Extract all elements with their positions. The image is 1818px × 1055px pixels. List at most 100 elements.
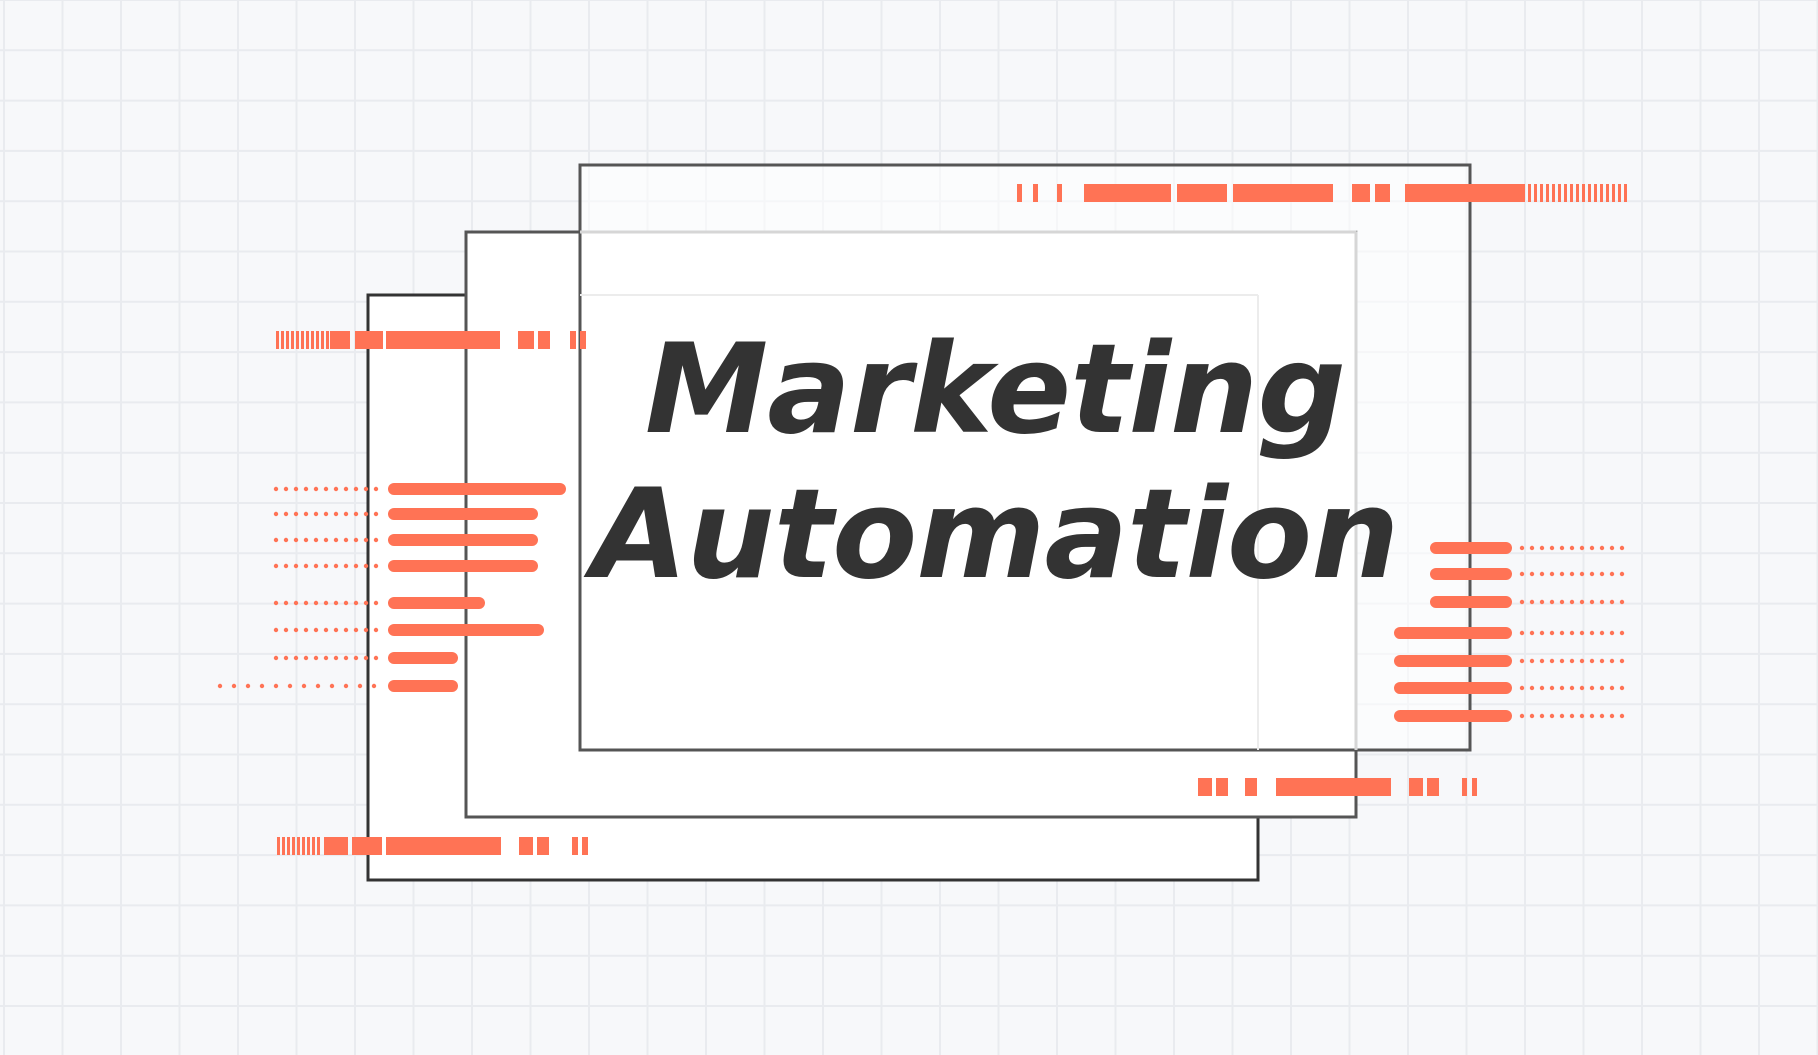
dash-tick-top-right <box>1540 184 1543 202</box>
dash-bar-bottom-left <box>324 837 348 855</box>
dot-line-right <box>1559 571 1565 577</box>
dot-line-right <box>1619 658 1625 664</box>
dash-tick-bottom-left <box>297 837 300 855</box>
dot-line-left <box>313 600 319 606</box>
dot-line-left <box>283 511 289 517</box>
dash-tick-upper-left <box>281 331 284 349</box>
dot-line-right <box>1589 658 1595 664</box>
dash-tick-top-right <box>1522 184 1525 202</box>
dot-line-left <box>323 600 329 606</box>
dot-line-right <box>1519 658 1525 664</box>
dot-line-left <box>363 627 369 633</box>
dot-line-left <box>283 600 289 606</box>
dot-line-left <box>303 486 309 492</box>
dash-bar-upper-left <box>386 331 500 349</box>
dash-tick-top-right <box>1618 184 1621 202</box>
dot-line-left <box>313 627 319 633</box>
dash-bar-upper-left <box>538 331 550 349</box>
dot-line-left <box>333 627 339 633</box>
dot-line-right <box>1569 658 1575 664</box>
dot-line-right <box>1579 545 1585 551</box>
dash-bar-top-right <box>1057 184 1062 202</box>
dot-line-left <box>343 627 349 633</box>
dash-bar-lower-right <box>1276 778 1391 796</box>
dot-line-left <box>373 655 379 661</box>
dot-line-right <box>1599 713 1605 719</box>
dot-line-right <box>1599 571 1605 577</box>
dot-line-right <box>1599 630 1605 636</box>
dot-line-right <box>1539 685 1545 691</box>
dot-line-left <box>303 537 309 543</box>
dot-line-right <box>1539 630 1545 636</box>
dot-line-left <box>343 563 349 569</box>
dash-bar-lower-right <box>1427 778 1439 796</box>
dot-line-right <box>1529 599 1535 605</box>
dash-bar-top-right <box>1084 184 1171 202</box>
dot-line-left <box>245 683 251 689</box>
dot-line-left <box>333 537 339 543</box>
dot-line-right <box>1549 545 1555 551</box>
dash-tick-top-right <box>1600 184 1603 202</box>
dot-line-right <box>1569 599 1575 605</box>
dot-line-left <box>303 600 309 606</box>
dash-tick-top-right <box>1570 184 1573 202</box>
dot-line-right <box>1519 545 1525 551</box>
dot-line-right <box>1569 545 1575 551</box>
dot-line-left <box>293 537 299 543</box>
dot-line-right <box>1529 545 1535 551</box>
dot-line-left <box>323 511 329 517</box>
title-line-1: Marketing <box>644 318 1346 462</box>
dot-line-left <box>303 655 309 661</box>
dot-line-left <box>353 627 359 633</box>
dot-line-right <box>1619 599 1625 605</box>
dot-line-left <box>373 627 379 633</box>
dot-line-left <box>363 600 369 606</box>
dot-line-right <box>1609 599 1615 605</box>
dot-line-right <box>1609 571 1615 577</box>
dot-line-left <box>357 683 363 689</box>
dot-line-left <box>293 627 299 633</box>
dot-line-left <box>343 486 349 492</box>
dot-line-right <box>1589 571 1595 577</box>
dot-line-right <box>1559 545 1565 551</box>
dot-line-right <box>1549 685 1555 691</box>
dash-tick-top-right <box>1528 184 1531 202</box>
dash-tick-bottom-left <box>307 837 310 855</box>
dash-bar-top-right <box>1375 184 1390 202</box>
dash-tick-upper-left <box>301 331 304 349</box>
dot-line-right <box>1559 685 1565 691</box>
dot-line-left <box>343 537 349 543</box>
dot-line-right <box>1589 599 1595 605</box>
dot-line-left <box>373 537 379 543</box>
dot-line-left <box>323 563 329 569</box>
dot-line-left <box>293 563 299 569</box>
dot-line-left <box>353 537 359 543</box>
dot-line-left <box>283 537 289 543</box>
dash-bar-upper-left <box>518 331 534 349</box>
dot-line-left <box>353 511 359 517</box>
dot-line-right <box>1549 713 1555 719</box>
dot-line-left <box>333 563 339 569</box>
dash-bar-bottom-left <box>386 837 501 855</box>
dot-line-right <box>1569 713 1575 719</box>
dot-line-left <box>273 486 279 492</box>
dash-bar-top-right <box>1405 184 1523 202</box>
dash-tick-top-right <box>1576 184 1579 202</box>
title-line-2: Automation <box>591 463 1400 607</box>
dot-line-right <box>1539 713 1545 719</box>
dot-line-left <box>301 683 307 689</box>
dot-line-right <box>1539 545 1545 551</box>
dot-line-right <box>1579 599 1585 605</box>
dot-line-right <box>1589 685 1595 691</box>
dash-tick-upper-left <box>306 331 309 349</box>
dash-bar-lower-right <box>1198 778 1212 796</box>
dot-line-right <box>1559 599 1565 605</box>
dot-line-left <box>353 563 359 569</box>
dot-line-right <box>1559 713 1565 719</box>
dash-bar-top-right <box>1033 184 1038 202</box>
dot-line-right <box>1529 713 1535 719</box>
dot-line-left <box>323 627 329 633</box>
dot-line-left <box>373 486 379 492</box>
